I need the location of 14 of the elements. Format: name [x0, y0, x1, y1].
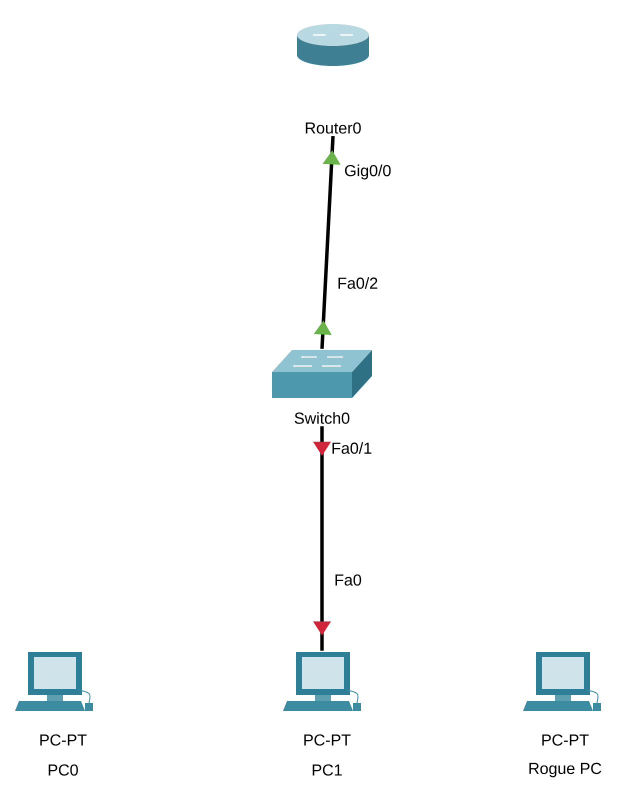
device-label: PC1 — [312, 764, 342, 776]
port-label: Fa0/1 — [332, 442, 372, 454]
device-label: Switch0 — [294, 412, 350, 424]
port-label: Fa0 — [336, 574, 362, 586]
device-label: Router0 — [306, 122, 361, 134]
link-line — [313, 426, 331, 651]
device-label: PC0 — [48, 764, 78, 776]
device-label: PC-PT — [542, 734, 589, 746]
device-label: Rogue PC — [529, 762, 602, 778]
port-label: Gig0/0 — [345, 164, 391, 180]
port-label: Fa0/2 — [338, 277, 378, 289]
link-line — [314, 136, 341, 349]
device-label: PC-PT — [40, 734, 87, 746]
device-label: PC-PT — [304, 734, 351, 746]
